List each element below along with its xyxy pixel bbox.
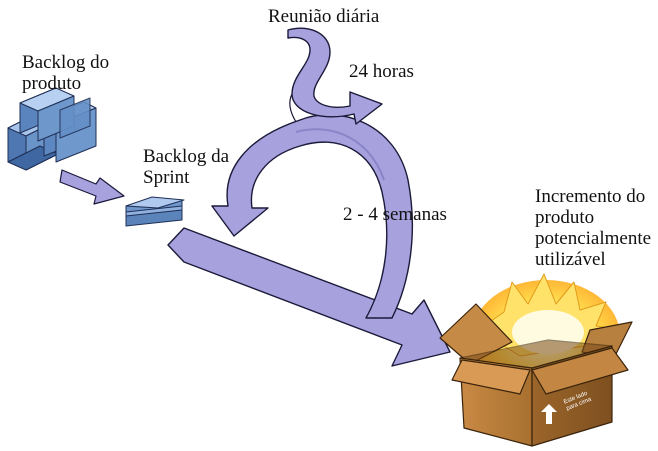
product-increment-label: Incremento do produto potencialmente uti…	[535, 186, 651, 270]
daily-cycle-label: 24 horas	[349, 61, 414, 82]
product-backlog-label: Backlog do produto	[22, 52, 109, 94]
sprint-backlog-label-line: Backlog da	[143, 146, 230, 167]
sprint-loop	[211, 113, 413, 319]
arrow-to-sprint-backlog	[59, 169, 125, 205]
daily-loop	[287, 27, 383, 125]
sprint-arrow	[167, 227, 451, 367]
sprint-backlog-label-line: Sprint	[143, 167, 190, 188]
box-flap-left	[439, 303, 513, 365]
box-flap-front	[451, 359, 531, 395]
product-increment-label-line: Incremento do	[535, 186, 646, 207]
product-backlog-label-line: produto	[22, 73, 82, 94]
product-increment-label-line: produto	[535, 207, 595, 228]
sprint-duration-label: 2 - 4 semanas	[343, 204, 447, 225]
product-increment-label-line: utilizável	[535, 249, 606, 270]
box-flap-side	[531, 347, 629, 395]
sprint-backlog-stack	[125, 196, 185, 227]
sprint-backlog-label: Backlog da Sprint	[143, 146, 229, 188]
product-increment-box	[439, 273, 633, 447]
product-backlog-stack	[7, 87, 97, 171]
product-backlog-label-line: Backlog do	[22, 52, 110, 73]
product-increment-label-line: potencialmente	[535, 228, 652, 249]
daily-meeting-label: Reunião diária	[268, 6, 380, 27]
box-rim	[459, 339, 613, 369]
up-arrow-icon	[541, 404, 557, 424]
